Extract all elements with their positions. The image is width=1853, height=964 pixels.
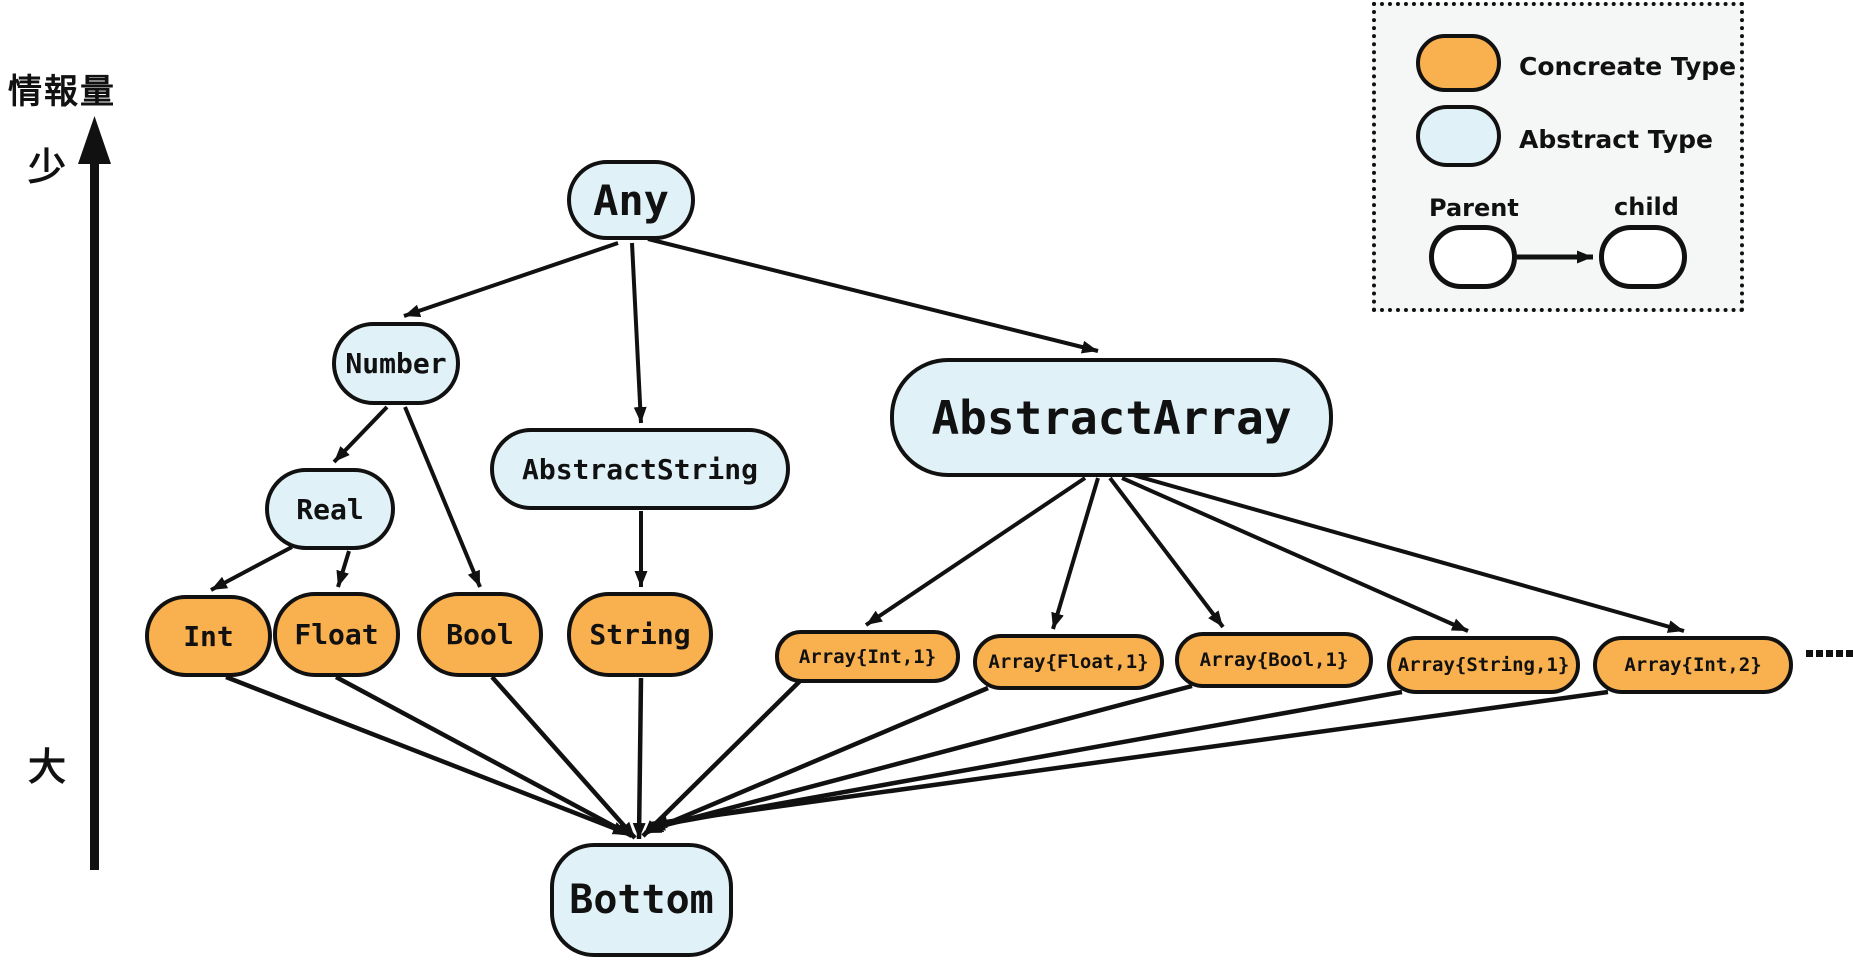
node-array-string1: Array{String,1} bbox=[1387, 636, 1580, 694]
node-array-float1-label: Array{Float,1} bbox=[988, 651, 1149, 673]
more-arrays-ellipsis-icon bbox=[1806, 650, 1853, 657]
edge-array-float1-bottom bbox=[644, 685, 989, 836]
legend-child-node bbox=[1599, 225, 1687, 289]
edge-int-bottom bbox=[225, 674, 630, 837]
node-real: Real bbox=[265, 468, 395, 550]
legend-parent-label: Parent bbox=[1429, 194, 1519, 222]
node-abstractstring: AbstractString bbox=[490, 428, 790, 510]
edge-real-int bbox=[210, 545, 293, 592]
edge-any-abstractarray bbox=[647, 237, 1099, 354]
node-float-label: Float bbox=[294, 618, 379, 651]
edge-any-abstractstring bbox=[630, 242, 647, 424]
axis-title: 情報量 bbox=[8, 72, 116, 112]
node-array-int2-label: Array{Int,2} bbox=[1624, 654, 1762, 676]
axis-label-large: 大 bbox=[28, 745, 67, 789]
edge-array-int1-bottom bbox=[641, 679, 802, 838]
node-bottom-label: Bottom bbox=[569, 877, 714, 923]
node-float: Float bbox=[273, 592, 400, 677]
edge-array-int2-bottom bbox=[650, 689, 1609, 829]
node-real-label: Real bbox=[296, 492, 364, 526]
legend-abstract-label: Abstract Type bbox=[1519, 125, 1713, 154]
node-number: Number bbox=[332, 322, 460, 405]
node-string: String bbox=[567, 592, 713, 677]
edge-abstractarray-array-float1 bbox=[1051, 477, 1100, 630]
node-array-bool1: Array{Bool,1} bbox=[1175, 632, 1373, 688]
edge-number-real bbox=[332, 405, 389, 464]
node-string-label: String bbox=[589, 618, 691, 651]
node-any-label: Any bbox=[593, 175, 669, 225]
node-array-bool1-label: Array{Bool,1} bbox=[1199, 649, 1349, 671]
axis-arrowhead-icon bbox=[78, 116, 111, 164]
legend-concrete-label: Concreate Type bbox=[1519, 52, 1737, 81]
legend-child-label: child bbox=[1614, 193, 1679, 221]
legend-concrete-swatch bbox=[1416, 34, 1501, 92]
node-abstractstring-label: AbstractString bbox=[521, 452, 758, 486]
edge-abstractarray-array-string1 bbox=[1121, 476, 1469, 633]
node-array-int2: Array{Int,2} bbox=[1593, 636, 1793, 694]
node-abstractarray-label: AbstractArray bbox=[931, 390, 1292, 445]
edge-bool-bottom bbox=[490, 675, 637, 840]
node-int-label: Int bbox=[183, 619, 234, 653]
node-bottom: Bottom bbox=[550, 843, 733, 957]
node-bool: Bool bbox=[417, 592, 543, 677]
edge-abstractarray-array-int2 bbox=[1132, 473, 1685, 633]
edge-any-number bbox=[403, 241, 619, 318]
node-array-int1: Array{Int,1} bbox=[775, 630, 960, 683]
edge-array-string1-bottom bbox=[648, 689, 1403, 831]
edge-string-bottom bbox=[632, 677, 646, 840]
node-int: Int bbox=[145, 595, 272, 677]
legend-parent-node bbox=[1429, 225, 1517, 289]
node-number-label: Number bbox=[345, 347, 447, 380]
legend-abstract-swatch bbox=[1416, 105, 1501, 167]
edge-float-bottom bbox=[334, 675, 634, 838]
node-array-string1-label: Array{String,1} bbox=[1397, 654, 1570, 676]
legend-parent-child-arrow-icon bbox=[1517, 250, 1593, 264]
legend: Concreate Type Abstract Type Parent chil… bbox=[1372, 2, 1744, 312]
edge-abstractarray-array-int1 bbox=[864, 476, 1087, 627]
edge-number-bool bbox=[403, 406, 482, 588]
node-any: Any bbox=[567, 160, 695, 240]
node-abstractarray: AbstractArray bbox=[890, 358, 1333, 477]
edge-array-bool1-bottom bbox=[646, 683, 1193, 833]
node-bool-label: Bool bbox=[446, 618, 514, 651]
edge-abstractarray-array-bool1 bbox=[1108, 476, 1225, 629]
axis-label-few: 少 bbox=[28, 145, 67, 189]
node-array-float1: Array{Float,1} bbox=[973, 634, 1164, 690]
node-array-int1-label: Array{Int,1} bbox=[798, 645, 937, 668]
edge-real-float bbox=[336, 550, 351, 588]
